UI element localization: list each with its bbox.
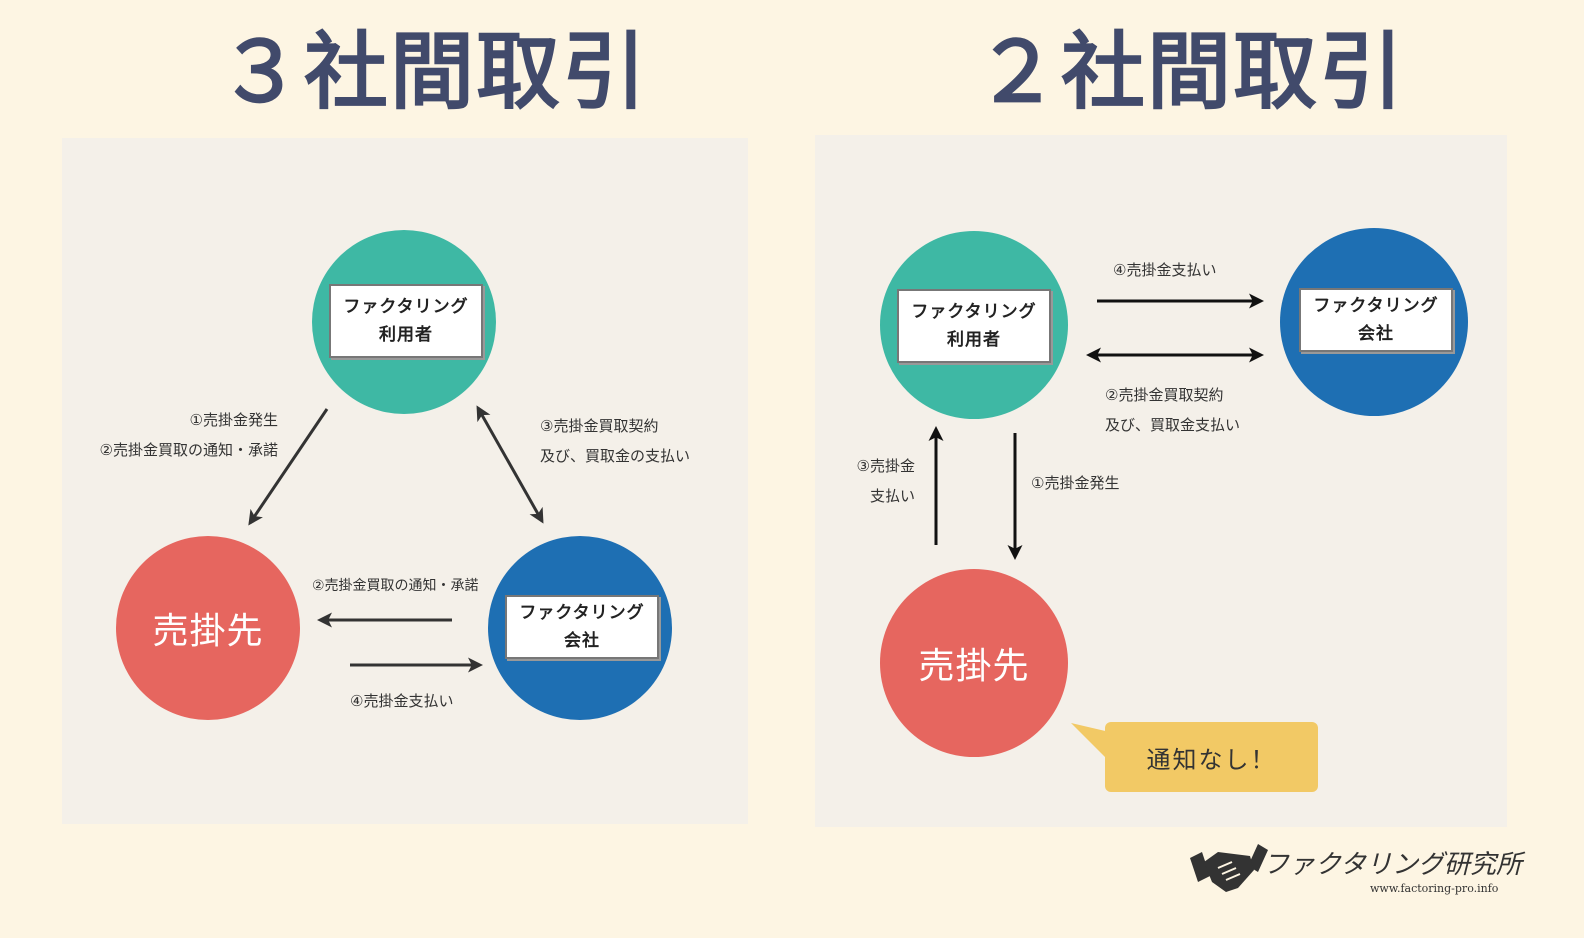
note-debtor-user-line2: 支払い	[869, 487, 915, 505]
note-user-company-line1: ②売掛金買取契約	[1105, 386, 1224, 404]
three-party-arrows	[248, 405, 544, 673]
two-party-arrows	[928, 293, 1264, 560]
user-label-line1: ファクタリング	[343, 297, 469, 317]
note-company-debtor: ②売掛金買取の通知・承諾	[312, 578, 479, 594]
company-label-line1: ファクタリング	[1313, 296, 1439, 316]
arrow-user-company-both	[476, 405, 544, 524]
note-user-debtor: ①売掛金発生	[1031, 474, 1120, 492]
note-user-debtor-line2: ②売掛金買取の通知・承諾	[99, 441, 278, 459]
arrow-user-to-debtor	[248, 408, 329, 526]
company-label: ファクタリング 会社	[505, 595, 659, 659]
debtor-circle: 売掛先	[880, 569, 1068, 757]
site-logo: ファクタリング研究所 www.factoring-pro.info	[1188, 838, 1522, 908]
three-party-diagram: ファクタリング 利用者 売掛先 ファクタリング 会社 ①売掛金発生 ②売掛金買取…	[62, 138, 748, 824]
debtor-label: 売掛先	[152, 611, 264, 652]
two-party-diagram: ファクタリング 利用者 ファクタリング 会社 売掛先 通知なし！ ④売掛金支払い…	[815, 135, 1507, 827]
two-party-title: ２社間取引	[975, 23, 1406, 121]
user-label-line1: ファクタリング	[911, 302, 1037, 322]
user-label-line2: 利用者	[947, 330, 1001, 350]
debtor-label: 売掛先	[918, 646, 1030, 687]
company-label-line2: 会社	[1358, 324, 1394, 344]
logo-url: www.factoring-pro.info	[1370, 882, 1499, 895]
handshake-icon	[1190, 844, 1268, 892]
note-user-company-line2: 及び、買取金の支払い	[540, 447, 691, 465]
company-circle: ファクタリング 会社	[1280, 228, 1468, 416]
company-label-line1: ファクタリング	[519, 603, 645, 623]
note-user-company-line1: ③売掛金買取契約	[540, 417, 659, 435]
user-label: ファクタリング 利用者	[329, 284, 483, 358]
note-user-debtor-line1: ①売掛金発生	[189, 411, 278, 429]
note-user-company: ③売掛金買取契約 及び、買取金の支払い	[540, 411, 690, 471]
note-debtor-user-line1: ③売掛金	[856, 457, 915, 475]
user-label-line2: 利用者	[379, 325, 433, 345]
note-user-company-line2: 及び、買取金支払い	[1105, 416, 1241, 434]
note-user-company-top: ④売掛金支払い	[1113, 261, 1217, 279]
company-label-line2: 会社	[564, 631, 600, 651]
debtor-circle: 売掛先	[116, 536, 300, 720]
note-debtor-user: ③売掛金 支払い	[857, 451, 915, 511]
company-label: ファクタリング 会社	[1299, 288, 1453, 352]
note-user-debtor: ①売掛金発生 ②売掛金買取の通知・承諾	[100, 405, 278, 465]
no-notice-bubble: 通知なし！	[1105, 722, 1318, 792]
note-debtor-company: ④売掛金支払い	[350, 692, 454, 710]
logo-name: ファクタリング研究所	[1263, 850, 1522, 880]
three-party-title: ３社間取引	[218, 23, 649, 121]
user-label: ファクタリング 利用者	[897, 289, 1051, 363]
company-circle: ファクタリング 会社	[488, 536, 672, 720]
user-circle: ファクタリング 利用者	[880, 231, 1068, 419]
note-user-company: ②売掛金買取契約 及び、買取金支払い	[1105, 380, 1240, 440]
user-circle: ファクタリング 利用者	[312, 230, 496, 414]
